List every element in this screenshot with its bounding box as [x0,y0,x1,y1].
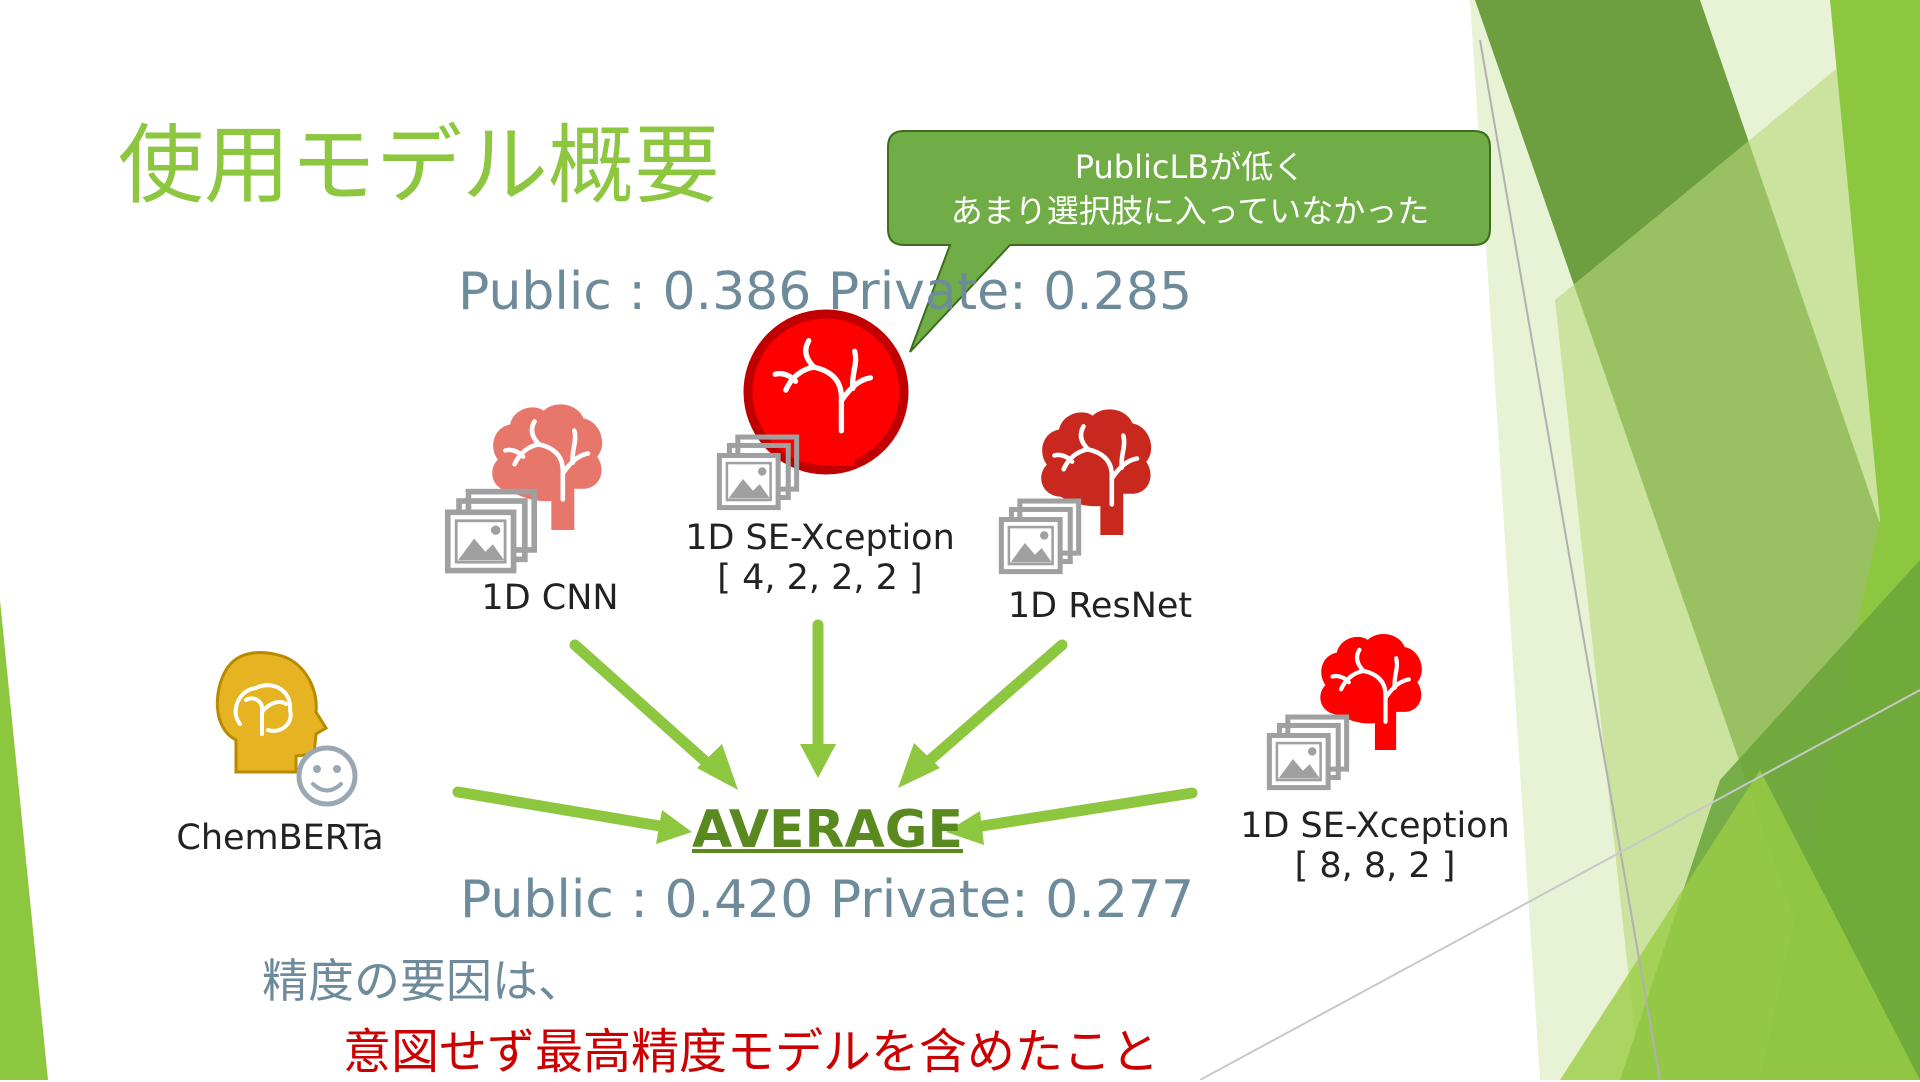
arrow-icon [569,639,738,790]
callout-bubble [887,130,1491,353]
arrow-icon [800,619,836,778]
arrow-icon [898,639,1068,788]
slide-title: 使用モデル概要 [118,116,720,216]
score-bottom: Public : 0.420 Private: 0.277 [460,870,1195,930]
average-label: AVERAGE [692,800,963,860]
arrow-icon [946,787,1198,845]
score-top: Public : 0.386 Private: 0.285 [458,262,1193,322]
callout-text: PublicLBが低く あまり選択肢に入っていなかった [892,134,1488,244]
brain-icon [1041,409,1151,535]
callout-line1: PublicLBが低く [1074,148,1306,186]
images-icon [448,492,534,571]
brain-icon [1320,634,1422,750]
conclusion-line2: 意図せず最高精度モデルを含めたこと [343,1024,1160,1080]
model-xception-a-icons [719,309,909,508]
arrow-icon [452,786,692,844]
model-label-chemberta: ChemBERTa [176,818,384,858]
model-name: 1D SE-Xception [1240,806,1510,846]
model-params: [ 4, 2, 2, 2 ] [717,558,923,598]
arrows [452,619,1198,845]
model-1d-cnn-icons [448,404,602,570]
smiley-icon [296,745,358,807]
model-label-1d-cnn: 1D CNN [481,578,619,618]
callout-line2: あまり選択肢に入っていなかった [950,192,1430,230]
model-label-xception-a: 1D SE-Xception [ 4, 2, 2, 2 ] [670,518,970,598]
model-label-xception-b: 1D SE-Xception [ 8, 8, 2 ] [1225,806,1525,886]
model-label-resnet: 1D ResNet [1007,586,1193,626]
model-resnet-icons [1001,409,1151,571]
images-icon [719,437,796,508]
model-name: 1D SE-Xception [685,518,955,558]
conclusion-line1: 精度の要因は、 [262,954,584,1008]
images-icon [1001,501,1078,572]
head-brain-icon [215,651,329,774]
images-icon [1269,717,1346,788]
model-params: [ 8, 8, 2 ] [1294,846,1456,886]
model-xception-b-icons [1269,634,1421,788]
